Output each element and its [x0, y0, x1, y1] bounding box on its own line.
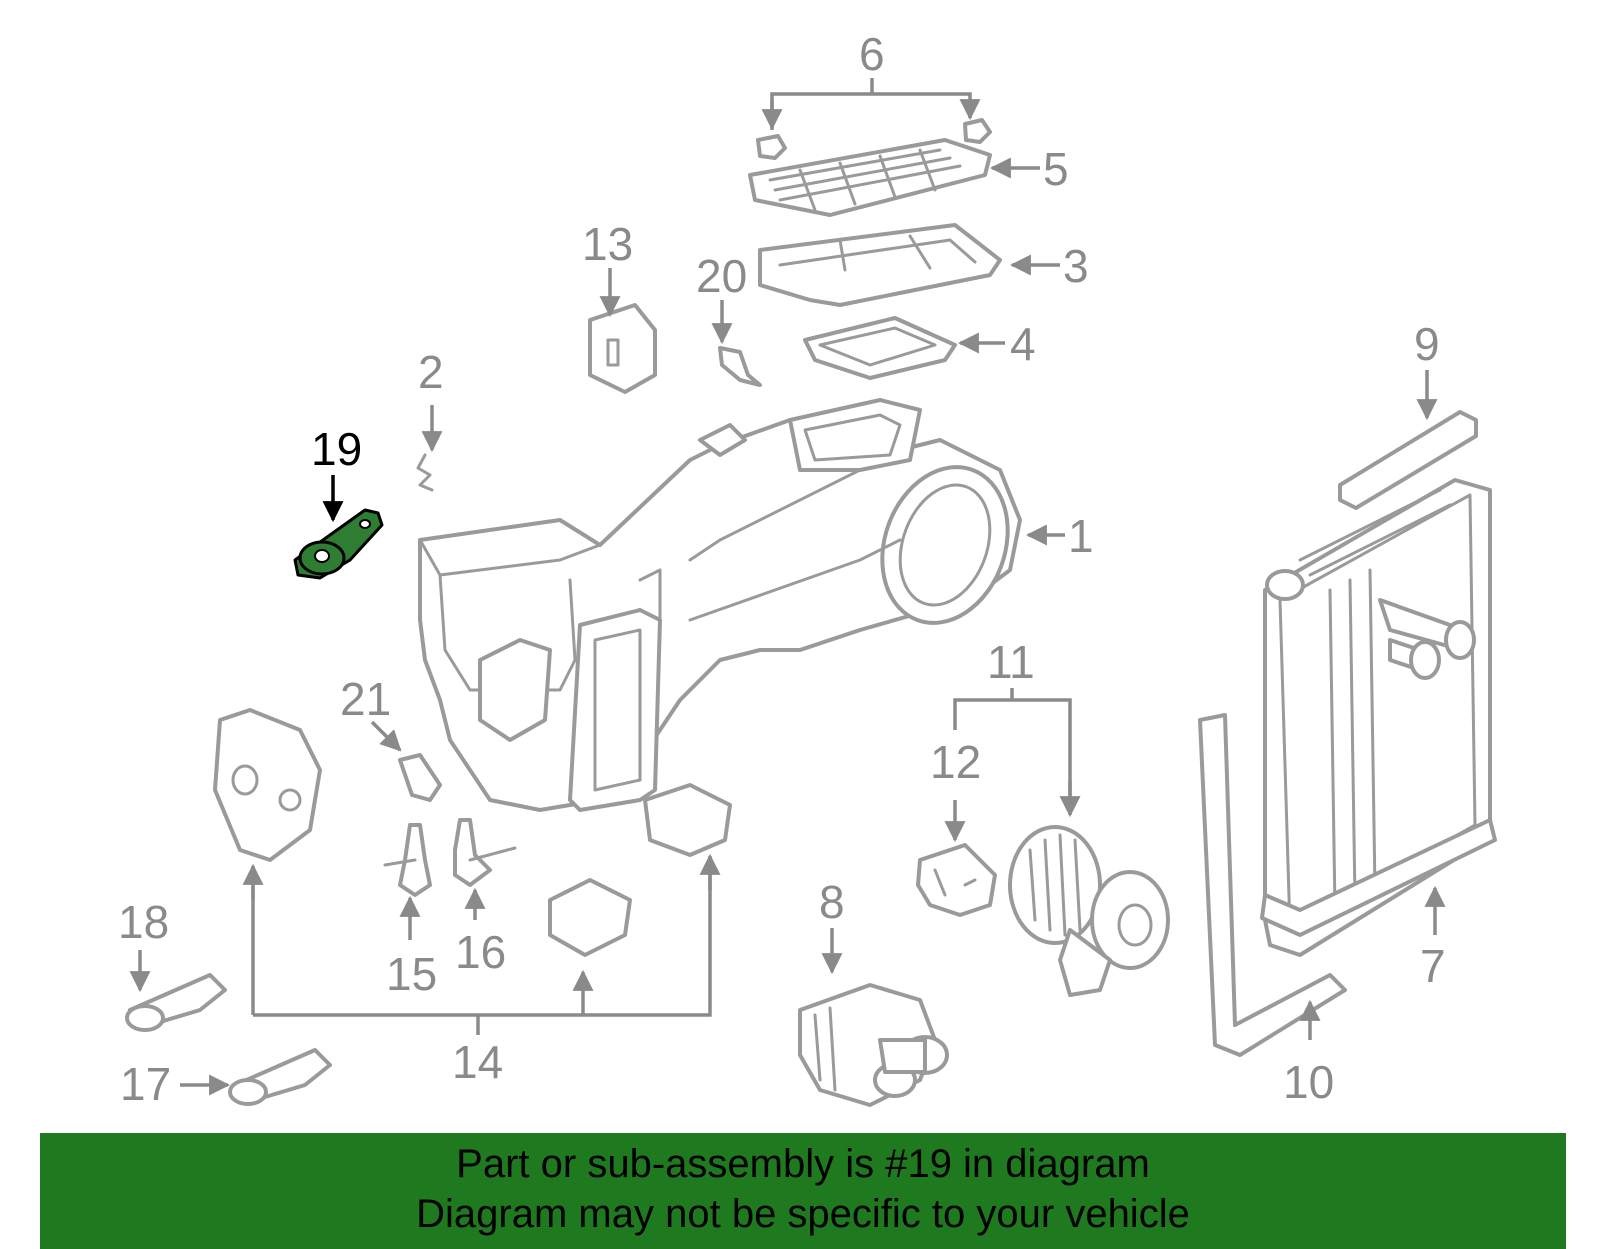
part-6-nuts	[756, 118, 992, 160]
label-19: 19	[311, 423, 362, 475]
label-11: 11	[987, 636, 1035, 688]
label-6: 6	[859, 28, 885, 80]
banner-line-2: Diagram may not be specific to your vehi…	[416, 1192, 1190, 1236]
part-10-l-seal	[1198, 713, 1347, 1057]
label-1: 1	[1068, 510, 1094, 562]
part-9-seal	[1338, 410, 1478, 510]
part-4-gasket	[803, 316, 957, 380]
label-17: 17	[120, 1058, 171, 1110]
label-15: 15	[386, 948, 437, 1000]
info-banner: Part or sub-assembly is #19 in diagram D…	[40, 1133, 1566, 1249]
label-9: 9	[1414, 318, 1440, 370]
part-3-cover	[758, 223, 1002, 307]
label-14: 14	[452, 1036, 503, 1088]
part-15-16-sensors	[383, 818, 517, 897]
label-16: 16	[455, 926, 506, 978]
label-5: 5	[1043, 143, 1069, 195]
part-1-housing	[418, 398, 1022, 812]
label-18: 18	[118, 896, 169, 948]
part-14-actuators	[213, 708, 732, 957]
banner-line-1: Part or sub-assembly is #19 in diagram	[456, 1142, 1150, 1186]
label-12: 12	[930, 736, 981, 788]
part-12-resistor	[916, 843, 997, 917]
label-10: 10	[1283, 1056, 1334, 1108]
callout-labels: 1 2 3 4 5 6 7 8 9 10 11 12 13 14 15 16 1…	[118, 28, 1446, 1110]
part-5-filter	[748, 138, 992, 217]
part-2-clip	[416, 453, 434, 492]
label-4: 4	[1010, 318, 1036, 370]
part-19-lever-highlighted[interactable]	[293, 508, 384, 580]
label-7: 7	[1420, 940, 1446, 992]
part-13-actuator	[588, 303, 657, 394]
leader-lines	[129, 78, 1446, 1096]
part-7-heater-core	[1260, 478, 1497, 957]
label-3: 3	[1063, 240, 1089, 292]
label-13: 13	[582, 218, 633, 270]
label-20: 20	[696, 250, 747, 302]
label-8: 8	[819, 876, 845, 928]
part-20-sensor	[718, 346, 762, 387]
part-11-blower	[1008, 825, 1170, 997]
part-21-clip	[398, 753, 442, 802]
part-8-motor	[798, 983, 949, 1107]
part-17-18-levers	[125, 973, 332, 1106]
label-21: 21	[340, 673, 391, 725]
label-2: 2	[418, 346, 444, 398]
